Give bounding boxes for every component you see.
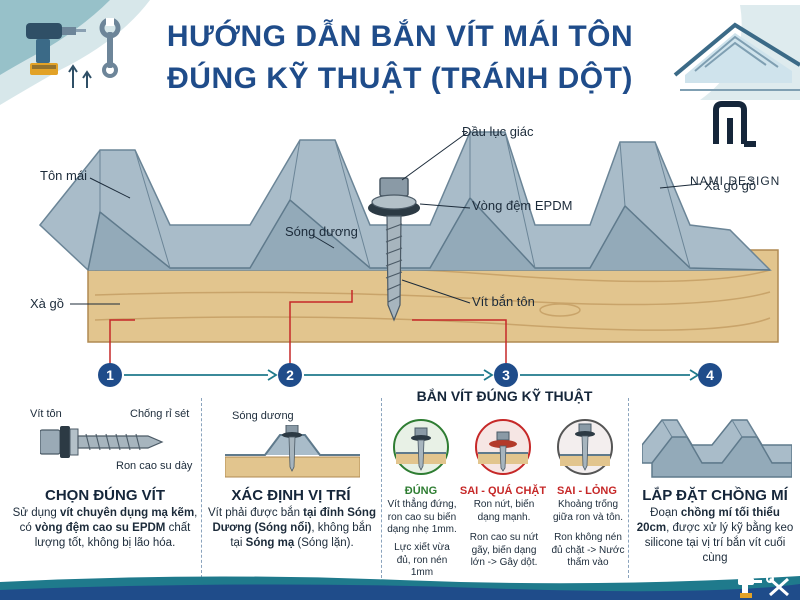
overlap-sheets-diagram [642, 419, 792, 478]
label-ron-cao-su: Ron cao su dày [116, 460, 193, 472]
case-too-tight-icon [475, 419, 531, 475]
step2-description: Vít phải được bắn tại đỉnh Sóng Dương (S… [208, 507, 376, 549]
page-title-line2: ĐÚNG KỸ THUẬT (TRÁNH DỘT) [167, 62, 633, 95]
divider-2 [381, 398, 382, 578]
page-title-line1: HƯỚNG DẪN BẮN VÍT MÁI TÔN [166, 20, 634, 53]
label-vong-dem-epdm: Vòng đệm EPDM [472, 198, 573, 213]
roof-diagram [38, 131, 779, 343]
case-too-tight-text2: Ron cao su nứt gãy, biến dạng lớn -> Gây… [469, 532, 539, 568]
case-too-tight-text1: Ron nứt, biến dạng mạnh. [473, 499, 535, 523]
step1-title: CHỌN ĐÚNG VÍT [45, 487, 165, 504]
label-xa-go: Xà gồ [30, 296, 64, 311]
label-chong-ri-set: Chống rỉ sét [130, 408, 190, 420]
label-xa-go-go: Xà gồ gỗ [704, 178, 757, 193]
step-flow [109, 290, 700, 381]
case-loose-tag: SAI - LỎNG [557, 485, 617, 497]
screw-detail-icon [40, 426, 164, 458]
drill-icon-small [738, 578, 762, 598]
brand-name: NAMI DESIGN [690, 174, 781, 188]
step-number-2: 2 [278, 363, 302, 387]
step4-title: LẮP ĐẶT CHỒNG MÍ [642, 487, 788, 504]
cross-tools-icon [766, 575, 789, 597]
label-vit-ban-ton: Vít bắn tôn [472, 294, 535, 309]
bottom-band [0, 576, 800, 600]
case-loose-text2: Ron không nén đủ chặt -> Nước thấm vào [551, 532, 625, 568]
case-correct-text2: Lực xiết vừa đủ, ron nén 1mm [394, 542, 450, 578]
case-loose-icon [557, 419, 613, 475]
step3-title: BẮN VÍT ĐÚNG KỸ THUẬT [416, 388, 593, 404]
step-number-4: 4 [698, 363, 722, 387]
step4-description: Đoạn chồng mí tối thiểu 20cm, được xử lý… [636, 507, 794, 564]
up-arrows-icon [68, 64, 92, 88]
divider-3 [628, 398, 629, 578]
case-correct-icon [393, 419, 449, 475]
label-ton-mai: Tôn mái [40, 168, 87, 183]
drill-icon [26, 23, 86, 75]
label-dau-luc-giac: Đầu lục giác [462, 124, 534, 139]
label-vit-ton: Vít tôn [30, 408, 62, 420]
label-song-duong: Sóng dương [285, 224, 358, 239]
step2-title: XÁC ĐỊNH VỊ TRÍ [231, 487, 351, 504]
nami-design-logo [713, 101, 756, 147]
step-number-3: 3 [494, 363, 518, 387]
case-correct-text1: Vít thẳng đứng, ron cao su biến dạng nhẹ… [387, 499, 457, 535]
step1-description: Sử dụng vít chuyên dụng mạ kẽm, có vòng … [12, 507, 198, 549]
case-too-tight-tag: SAI - QUÁ CHẶT [459, 485, 547, 497]
step-number-1: 1 [98, 363, 122, 387]
case-loose-text1: Khoảng trống giữa ron và tôn. [552, 499, 624, 523]
roof-house-icon [673, 5, 800, 100]
song-duong-diagram [225, 425, 360, 478]
label-song-duong-step2: Sóng dương [232, 410, 294, 422]
wrench-icon [99, 18, 121, 78]
divider-1 [201, 398, 202, 578]
case-correct-tag: ĐÚNG [404, 485, 438, 497]
